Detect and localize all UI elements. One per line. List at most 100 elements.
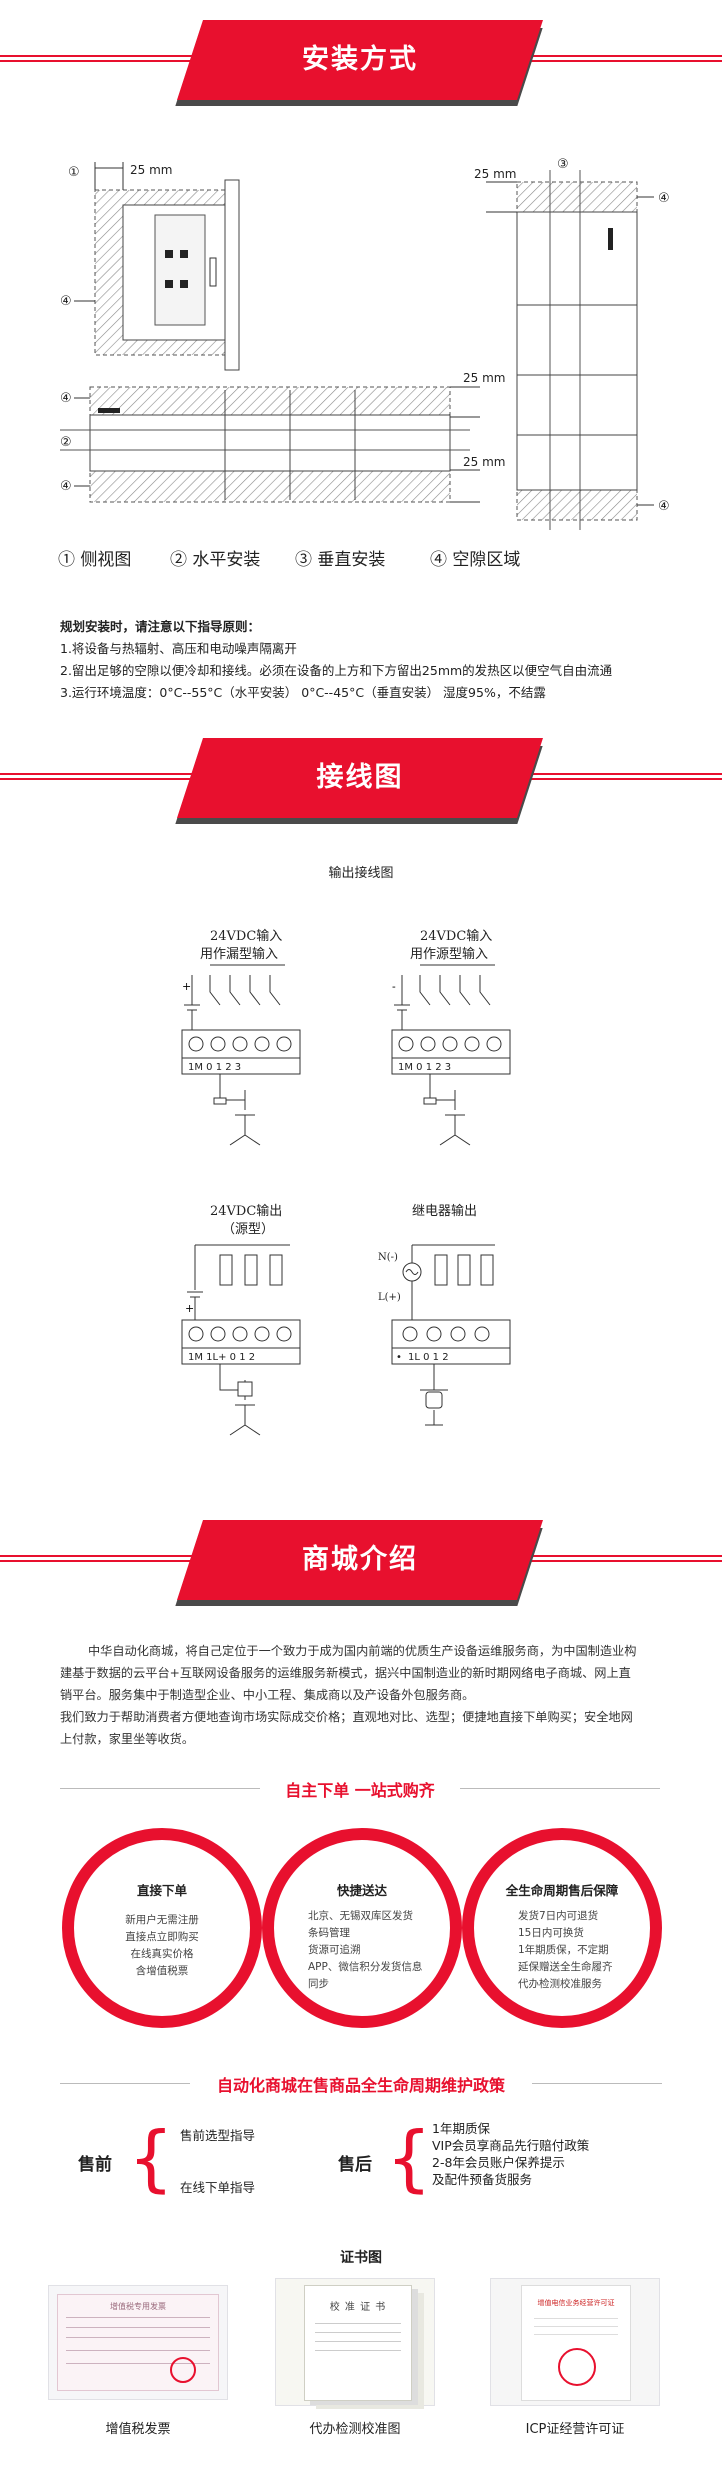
vertical-mount (486, 170, 654, 530)
wiring-3-plus: + (185, 1302, 194, 1315)
legend-horizontal: ② 水平安装 (170, 550, 260, 570)
label-c4-h-top: ④ (60, 391, 72, 406)
cert-vat-invoice: 增值税专用发票 (48, 2285, 228, 2400)
cert-vat-paper: 增值税专用发票 (57, 2294, 219, 2391)
wiring-2-title1: 24VDC输入 (420, 928, 492, 944)
section-title-wiring: 接线图 (316, 762, 404, 793)
label-c4-side: ④ (60, 294, 72, 309)
circle-3-line-3: 1年期质保，不定期 (518, 1944, 609, 1956)
cert-icp-license: 增值电信业务经营许可证 (490, 2278, 660, 2406)
circle-lifecycle-service: 全生命周期售后保障 发货7日内可退货 15日内可换货 1年期质保，不定期 延保赠… (462, 1828, 662, 2028)
circle-2-line-4: APP、微信积分发货信息 (308, 1961, 423, 1973)
label-25mm-h-bottom: 25 mm (463, 455, 505, 469)
label-25mm-h-top: 25 mm (463, 371, 505, 385)
wiring-relay-output: 继电器输出 N(-) L(+) • 1L 0 1 2 (378, 1203, 511, 1426)
label-25mm-side: 25 mm (130, 163, 172, 177)
wiring-1-plus: + (182, 980, 191, 993)
legend-vertical: ③ 垂直安装 (295, 550, 385, 570)
section-title-mall: 商城介绍 (302, 1544, 418, 1575)
circle-2-line-3: 货源可追溯 (308, 1944, 361, 1956)
install-notes: 规划安装时，请注意以下指导原则： 1.将设备与热辐射、高压和电动噪声隔离开 2.… (60, 616, 700, 704)
cert-caption-3: ICP证经营许可证 (525, 2422, 625, 2437)
section-title-install: 安装方式 (302, 44, 418, 75)
label-c4-v-bottom: ④ (658, 499, 670, 514)
presale-brace: { (128, 2116, 174, 2200)
label-25mm-v: 25 mm (474, 167, 516, 181)
circle-3-title: 全生命周期售后保障 (505, 1883, 619, 1898)
wiring-diagrams: 24VDC输入 用作漏型输入 + 1M 0 1 2 3 24VDC输入 用作源型… (181, 928, 511, 1436)
aftersale-brace: { (386, 2116, 432, 2200)
intro-line-4: 我们致力于帮助消费者方便地查询市场实际成交价格；直观地对比、选型；便捷地直接下单… (60, 1710, 633, 1724)
cert-calibration: 校 准 证 书 (275, 2278, 435, 2406)
circle-1-line-2: 直接点立即购买 (125, 1931, 199, 1943)
circle-3-line-5: 代办检测校准服务 (518, 1978, 602, 1990)
note-1: 1.将设备与热辐射、高压和电动噪声隔离开 (60, 641, 297, 656)
circle-3-line-2: 15日内可换货 (518, 1927, 584, 1939)
banner-install: 安装方式 (0, 0, 722, 120)
circle-1-title: 直接下单 (136, 1883, 187, 1898)
presale-item-1: 售前选型指导 (180, 2128, 256, 2143)
horizontal-mount (60, 386, 480, 503)
legend-side-view: ① 侧视图 (58, 550, 131, 570)
note-2: 2.留出足够的空隙以便冷却和接线。必须在设备的上方和下方留出25mm的发热区以便… (60, 663, 613, 678)
circle-3-line-4: 延保赠送全生命履齐 (518, 1961, 613, 1973)
wiring-4-l: L(+) (378, 1292, 401, 1303)
slogan-line-left (60, 1788, 260, 1789)
wiring-2-title2: 用作源型输入 (410, 946, 488, 962)
cert-vat-inner: 增值税专用发票 (110, 2302, 166, 2311)
slogan: 自主下单 一站式购齐 (285, 1781, 435, 1800)
wiring-4-n: N(-) (378, 1252, 398, 1263)
cert-title: 证书图 (340, 2250, 382, 2266)
note-3: 3.运行环境温度：0°C--55°C（水平安装） 0°C--45°C（垂直安装）… (60, 685, 546, 700)
wiring-2-terminals: 1M 0 1 2 3 (398, 1062, 451, 1073)
label-c4-v-top: ④ (658, 191, 670, 206)
install-diagram: ① 25 mm ④ ④ ② ④ 25 mm 25 mm (58, 157, 670, 570)
aftersale-item-3: 2-8年会员账户保养提示 (432, 2155, 565, 2170)
aftersale-label: 售后 (338, 2155, 372, 2175)
circle-3-line-1: 发货7日内可退货 (518, 1910, 599, 1922)
wiring-4-title1: 继电器输出 (412, 1203, 477, 1219)
wiring-source-input: 24VDC输入 用作源型输入 - 1M 0 1 2 3 (391, 928, 511, 1146)
wiring-1-title1: 24VDC输入 (210, 928, 282, 944)
wiring-3-title1: 24VDC输出 (210, 1203, 282, 1219)
label-c3: ③ (557, 157, 569, 172)
aftersale-item-4: 及配件预备货服务 (432, 2172, 533, 2187)
wiring-3-title2: （源型） (222, 1222, 274, 1237)
aftersale-item-1: 1年期质保 (432, 2121, 490, 2136)
mall-intro: 中华自动化商城，将自己定位于一个致力于成为国内前端的优质生产设备运维服务商，为中… (60, 1640, 680, 1750)
intro-line-5: 上付款，家里坐等收货。 (60, 1732, 195, 1746)
cert-caption-1: 增值税发票 (105, 2422, 171, 2437)
aftersale-item-2: VIP会员享商品先行赔付政策 (432, 2138, 590, 2153)
wiring-source-output: 24VDC输出 （源型） + 1M 1L+ 0 1 2 (181, 1203, 301, 1436)
wiring-sink-input: 24VDC输入 用作漏型输入 + 1M 0 1 2 3 (181, 928, 301, 1146)
side-view (94, 162, 240, 371)
wiring-2-minus: - (392, 980, 396, 993)
wiring-subtitle: 输出接线图 (328, 866, 394, 881)
label-c4-h-bottom: ④ (60, 479, 72, 494)
circle-1-line-3: 在线真实价格 (130, 1948, 194, 1960)
cert-icp-paper: 增值电信业务经营许可证 (521, 2285, 631, 2401)
cert-icp-inner: 增值电信业务经营许可证 (537, 2299, 615, 2307)
circle-direct-order: 直接下单 新用户无需注册 直接点立即购买 在线真实价格 含增值税票 (62, 1828, 262, 2028)
cert-calibration-paper: 校 准 证 书 (304, 2285, 412, 2401)
wiring-3-terminals: 1M 1L+ 0 1 2 (188, 1352, 255, 1363)
label-c1-side: ① (68, 165, 80, 180)
wiring-4-terminals: 1L 0 1 2 (408, 1352, 449, 1363)
circle-2-title: 快捷送达 (336, 1883, 387, 1898)
intro-line-3: 销平台。服务集中于制造型企业、中小工程、集成商以及产设备外包服务商。 (60, 1688, 475, 1702)
presale-item-2: 在线下单指导 (180, 2180, 256, 2195)
banner-mall: 商城介绍 (0, 1500, 722, 1620)
circle-1-line-1: 新用户无需注册 (125, 1914, 199, 1926)
policy-title: 自动化商城在售商品全生命周期维护政策 (216, 2076, 505, 2095)
policy-line-left (60, 2083, 190, 2084)
circle-1-line-4: 含增值税票 (135, 1965, 189, 1977)
circle-2-line-1: 北京、无锡双库区发货 (308, 1910, 413, 1922)
circle-fast-delivery: 快捷送达 北京、无锡双库区发货 条码管理 货源可追溯 APP、微信积分发货信息 … (262, 1828, 462, 2028)
circle-2-line-2: 条码管理 (308, 1927, 350, 1939)
notes-title: 规划安装时，请注意以下指导原则： (60, 619, 261, 634)
wiring-1-title2: 用作漏型输入 (200, 946, 278, 962)
wiring-4-dot: • (396, 1352, 402, 1363)
wiring-1-terminals: 1M 0 1 2 3 (188, 1062, 241, 1073)
aftersale-items: 1年期质保 VIP会员享商品先行赔付政策 2-8年会员账户保养提示 及配件预备货… (432, 2120, 589, 2188)
cert-caption-2: 代办检测校准图 (309, 2422, 401, 2437)
